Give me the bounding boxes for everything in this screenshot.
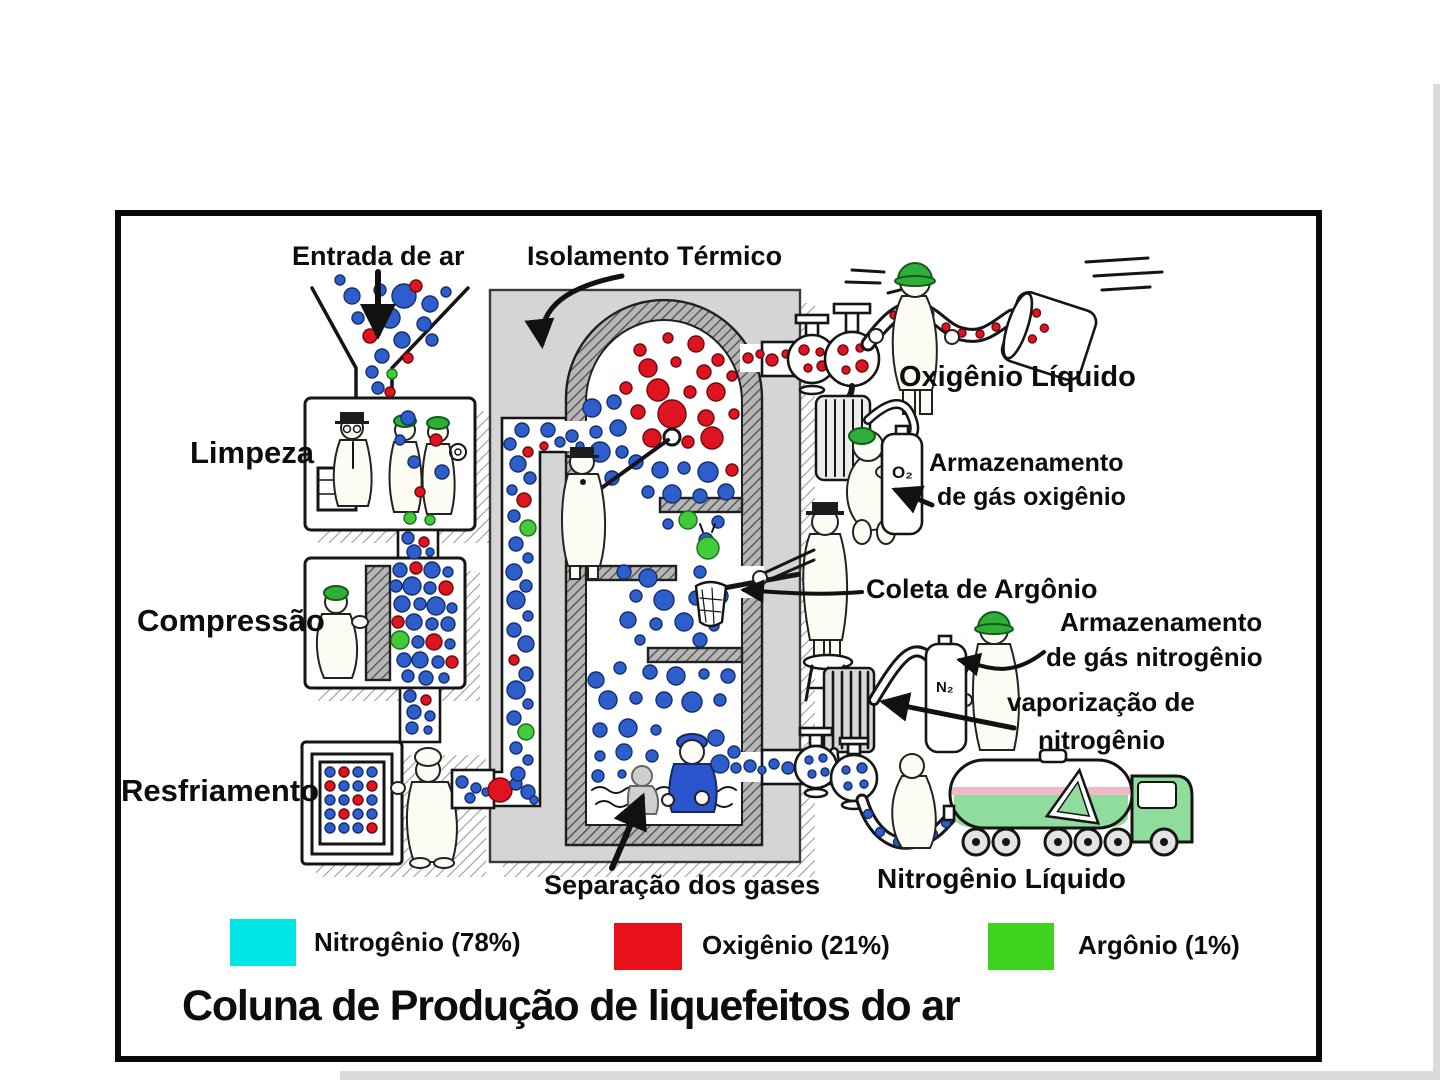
oxygen-valve xyxy=(823,302,881,405)
cooling-worker xyxy=(390,747,458,869)
air-intake-funnel xyxy=(310,286,470,400)
oxygen-storage-label-line2: de gás oxigênio xyxy=(937,483,1126,511)
oxygen-cylinder: O₂ xyxy=(880,424,924,536)
cleaning-label: Limpeza xyxy=(190,435,315,470)
nitrogen-legend-swatch xyxy=(230,919,296,966)
nitrogen-storage-arrow xyxy=(956,650,1046,677)
compression-piston xyxy=(364,564,392,682)
diagram-title: Coluna de Produção de liquefeitos do ar xyxy=(182,982,961,1030)
cleaning-box xyxy=(303,396,477,532)
page-right-edge xyxy=(1433,84,1440,1080)
liquid-oxygen-label: Oxigênio Líquido xyxy=(899,361,1136,393)
motion-lines xyxy=(1084,256,1164,292)
cleaning-worker xyxy=(332,412,373,507)
nitrogen-valve xyxy=(829,736,879,811)
oxygen-storage-label-line1: Armazenamento xyxy=(929,449,1124,477)
truck-wheels xyxy=(961,827,1179,857)
vaporization-arrow xyxy=(879,692,1017,731)
nitrogen-storage-label-line1: Armazenamento xyxy=(1060,607,1263,637)
gas-separation-label: Separação dos gases xyxy=(544,870,821,900)
argon-collection-label: Coleta de Argônio xyxy=(866,574,1098,604)
compression-worker xyxy=(315,585,369,679)
oxygen-storage-arrow xyxy=(891,485,935,514)
argon-legend-label: Argônio (1%) xyxy=(1078,930,1240,960)
argon-ball xyxy=(696,523,720,560)
cooling-box xyxy=(300,740,458,869)
thermal-insulation-label: Isolamento Térmico xyxy=(527,241,783,271)
argon-collection-leader xyxy=(740,579,864,604)
liquid-nitrogen-label: Nitrogênio Líquido xyxy=(877,863,1126,894)
nitrogen-legend-label: Nitrogênio (78%) xyxy=(314,927,521,957)
nitrogen-cylinder: N₂ xyxy=(924,634,968,754)
vaporization-label-line2: nitrogênio xyxy=(1038,725,1166,755)
compression-label: Compressão xyxy=(137,603,325,638)
argon-legend-swatch xyxy=(988,923,1054,970)
separation-arrow xyxy=(609,792,647,871)
air-bubbles xyxy=(324,274,850,834)
nitrogen-filling-worker xyxy=(891,753,937,849)
annotation-arrows xyxy=(360,269,1046,871)
column-tray xyxy=(646,646,744,664)
insulation-arrow xyxy=(524,273,625,349)
oxygen-legend-swatch xyxy=(614,923,682,970)
oxygen-valve xyxy=(786,313,838,396)
air-inlet-label: Entrada de ar xyxy=(292,241,465,271)
argon-net xyxy=(694,571,801,628)
oxygen-barrel xyxy=(1000,290,1098,382)
oxygen-cylinder-label: O₂ xyxy=(892,463,913,482)
nitrogen-cylinder-label: N₂ xyxy=(936,679,954,696)
oxygen-hose-worker xyxy=(844,262,1020,415)
oxygen-legend-label: Oxigênio (21%) xyxy=(702,930,890,960)
column-worker xyxy=(561,427,682,580)
nitrogen-storage-label-line2: de gás nitrogênio xyxy=(1046,642,1263,672)
cooling-label: Resfriamento xyxy=(121,773,320,808)
nitrogen-valve xyxy=(793,726,839,799)
page-bottom-edge xyxy=(340,1071,1440,1080)
oxygen-radiator xyxy=(814,394,920,482)
vaporization-label-line1: vaporização de xyxy=(1007,687,1195,717)
tanker-truck xyxy=(942,748,1194,857)
